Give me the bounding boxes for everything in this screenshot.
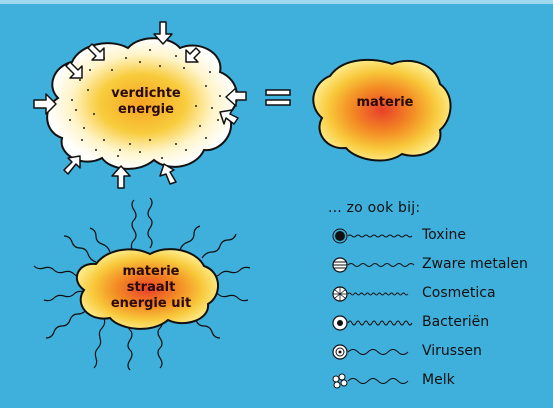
list-heading: ... zo ook bij: [328, 200, 420, 216]
equals-sign [266, 90, 290, 105]
compressed-energy-label: verdichte energie [96, 86, 196, 118]
item-label: Bacteriën [422, 314, 489, 330]
mesh-sphere-icon [332, 284, 418, 304]
ring-dot-icon [332, 313, 418, 333]
arrow-icon [64, 156, 80, 174]
radiating-matter-label: materie straalt energie uit [96, 264, 206, 312]
solid-dot-icon [332, 226, 418, 246]
list-item-bacterien: Bacteriën [332, 313, 547, 333]
item-label: Cosmetica [422, 285, 496, 301]
item-label: Virussen [422, 343, 482, 359]
label-line: verdichte [96, 86, 196, 102]
label-line: materie [335, 95, 435, 111]
concentric-rings-icon [332, 342, 418, 362]
label-line: materie [96, 264, 206, 280]
label-line: energie uit [96, 296, 206, 312]
item-label: Toxine [422, 227, 466, 243]
list-item-toxine: Toxine [332, 226, 547, 246]
list-item-melk: Melk [332, 371, 547, 391]
item-label: Melk [422, 372, 455, 388]
item-label: Zware metalen [422, 256, 528, 272]
top-border [0, 0, 553, 4]
list-item-zware-metalen: Zware metalen [332, 255, 547, 275]
list-item-cosmetica: Cosmetica [332, 284, 547, 304]
striped-sphere-icon [332, 255, 418, 275]
label-line: straalt [96, 280, 206, 296]
matter-label: materie [335, 95, 435, 111]
list-item-virussen: Virussen [332, 342, 547, 362]
label-line: energie [96, 102, 196, 118]
cluster-icon [332, 371, 418, 391]
